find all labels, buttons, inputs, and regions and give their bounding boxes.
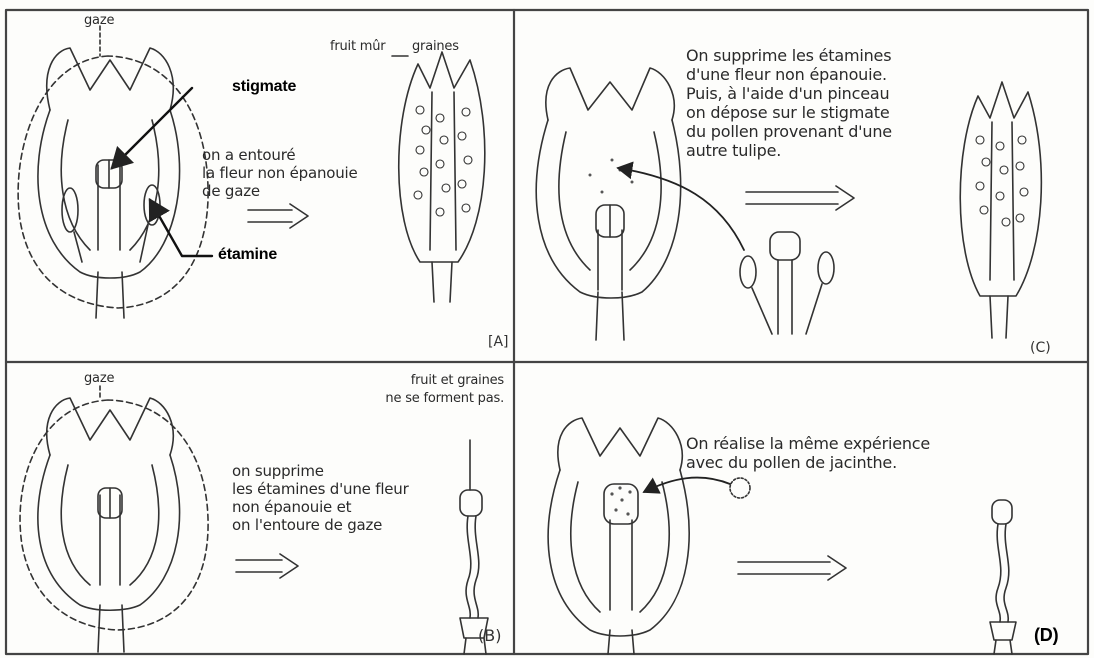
stigma-label: stigmate bbox=[232, 78, 296, 96]
panel-b-result-line: fruit et graines bbox=[376, 372, 504, 390]
panel-c-caption-line: du pollen provenant d'une bbox=[686, 122, 892, 141]
panel-b-caption-line: les étamines d'une fleur bbox=[232, 480, 409, 498]
panel-c-caption-line: Puis, à l'aide d'un pinceau bbox=[686, 84, 892, 103]
panel-c-caption-line: On supprime les étamines bbox=[686, 46, 892, 65]
ripe-fruit-label: fruit mûr bbox=[330, 38, 385, 56]
panel-c-caption-line: d'une fleur non épanouie. bbox=[686, 65, 892, 84]
panel-c-caption-line: autre tulipe. bbox=[686, 141, 892, 160]
panel-c-caption-line: on dépose sur le stigmate bbox=[686, 103, 892, 122]
panel-b-caption: on supprime les étamines d'une fleur non… bbox=[232, 462, 409, 534]
panel-grid bbox=[6, 10, 1088, 654]
panel-a-caption-line: de gaze bbox=[202, 182, 358, 200]
panel-b-result-line: ne se forment pas. bbox=[376, 390, 504, 408]
panel-b-tag: (B) bbox=[478, 626, 501, 645]
panel-b-result: fruit et graines ne se forment pas. bbox=[376, 372, 504, 408]
panel-d-tag: (D) bbox=[1034, 626, 1058, 644]
panel-d-caption-line: avec du pollen de jacinthe. bbox=[686, 453, 930, 472]
panel-a-tag: [A] bbox=[488, 334, 509, 350]
panel-a-caption: on a entouré la fleur non épanouie de ga… bbox=[202, 146, 358, 200]
panel-b-caption-line: on supprime bbox=[232, 462, 409, 480]
stamen-label: étamine bbox=[218, 246, 277, 264]
seeds-label-a: graines bbox=[412, 38, 459, 56]
panel-c-caption: On supprime les étamines d'une fleur non… bbox=[686, 46, 892, 160]
panel-a-caption-line: on a entouré bbox=[202, 146, 358, 164]
panel-d-caption-line: On réalise la même expérience bbox=[686, 434, 930, 453]
panel-c-tag: (C) bbox=[1030, 340, 1051, 356]
panel-d-caption: On réalise la même expérience avec du po… bbox=[686, 434, 930, 472]
panel-b-caption-line: on l'entoure de gaze bbox=[232, 516, 409, 534]
panel-b-caption-line: non épanouie et bbox=[232, 498, 409, 516]
gauze-label-a: gaze bbox=[84, 12, 114, 30]
panel-a-caption-line: la fleur non épanouie bbox=[202, 164, 358, 182]
gauze-label-b: gaze bbox=[84, 370, 114, 388]
